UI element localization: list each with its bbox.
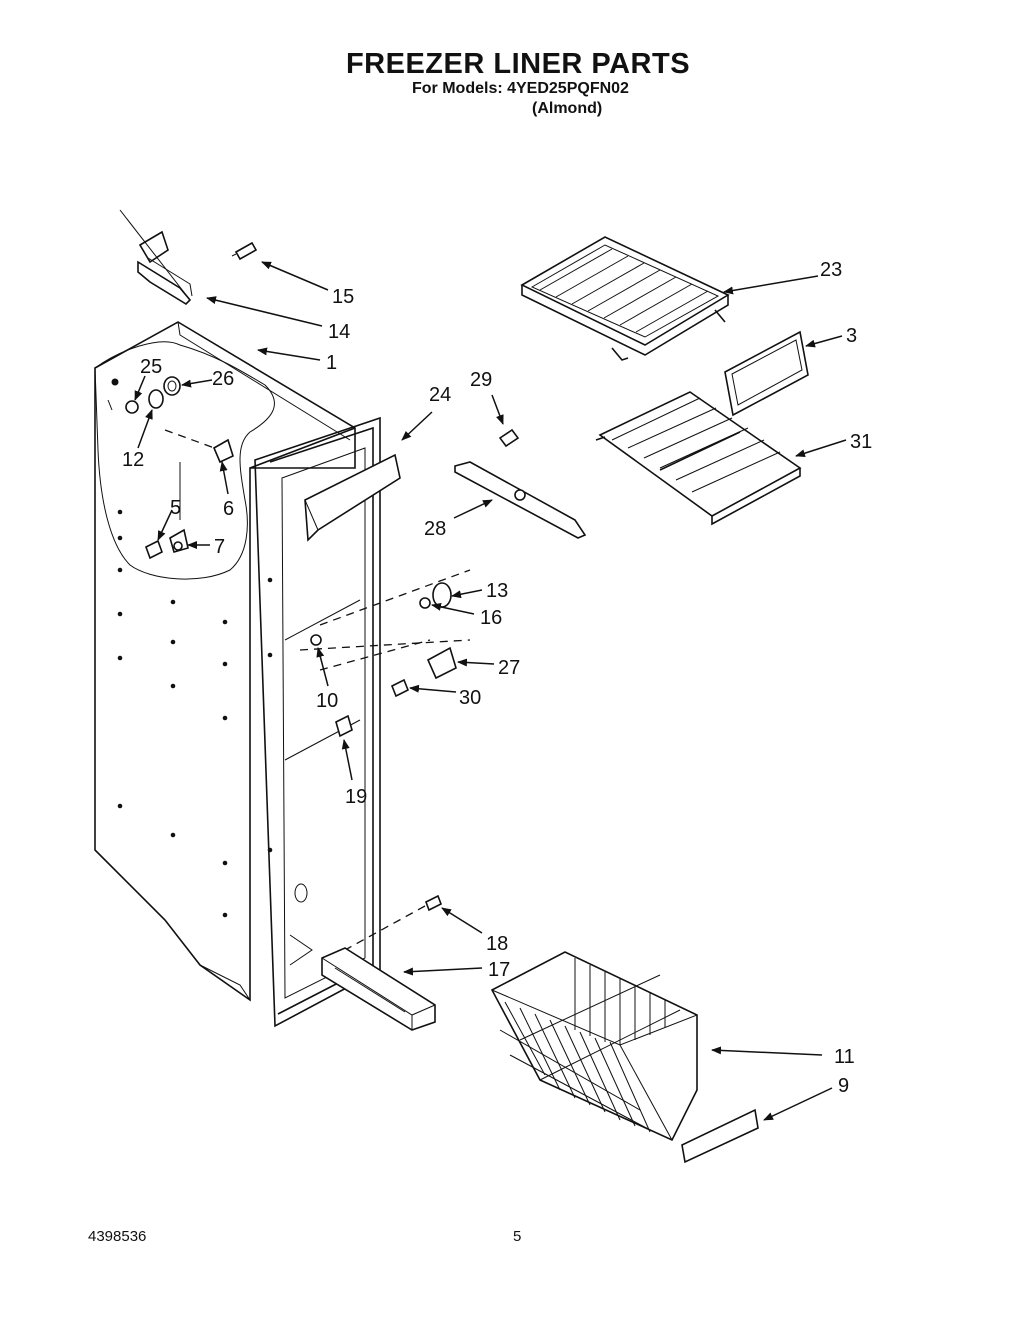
leader-arrows bbox=[134, 261, 847, 1121]
wire-shelf-part-31 bbox=[595, 391, 802, 526]
page-title: FREEZER LINER PARTS bbox=[345, 48, 691, 80]
models-line: For Models: 4YED25PQFN02 bbox=[412, 80, 629, 97]
screw-part-15 bbox=[231, 241, 258, 261]
callout-19: 19 bbox=[345, 786, 367, 808]
callout-11: 11 bbox=[834, 1046, 855, 1068]
callout-16: 16 bbox=[480, 607, 502, 629]
callout-27: 27 bbox=[498, 657, 520, 679]
callout-23: 23 bbox=[820, 259, 842, 281]
callout-10: 10 bbox=[316, 690, 338, 712]
callout-25: 25 bbox=[140, 356, 162, 378]
callout-17: 17 bbox=[488, 959, 510, 981]
callout-24: 24 bbox=[429, 384, 451, 406]
callout-15: 15 bbox=[332, 286, 354, 308]
document-number: 4398536 bbox=[88, 1228, 147, 1245]
color-line: (Almond) bbox=[532, 100, 603, 117]
callout-5: 5 bbox=[170, 497, 181, 519]
callout-26: 26 bbox=[212, 368, 234, 390]
callout-18: 18 bbox=[486, 933, 508, 955]
callout-6: 6 bbox=[223, 498, 234, 520]
callout-1: 1 bbox=[326, 352, 337, 374]
callout-3: 3 bbox=[846, 325, 857, 347]
callout-28: 28 bbox=[424, 518, 446, 540]
callout-30: 30 bbox=[459, 687, 481, 709]
basket-front-part-9 bbox=[681, 1108, 759, 1164]
basket-rail-part-17 bbox=[321, 947, 436, 1031]
callout-29: 29 bbox=[470, 369, 492, 391]
page-number: 5 bbox=[513, 1228, 522, 1245]
hinge-bracket-part-14 bbox=[119, 209, 193, 306]
light-assembly bbox=[299, 569, 471, 738]
callout-14: 14 bbox=[328, 321, 350, 343]
callout-numbers: 15 14 1 25 26 12 6 5 7 24 29 28 23 3 31 … bbox=[122, 259, 872, 1097]
callout-12: 12 bbox=[122, 449, 144, 471]
callout-31: 31 bbox=[850, 431, 872, 453]
shelf-support-part-28 bbox=[454, 428, 587, 539]
glass-shelf-part-23 bbox=[520, 236, 730, 361]
small-parts-cluster bbox=[107, 376, 234, 560]
shelf-frame-part-3 bbox=[724, 330, 809, 417]
callout-13: 13 bbox=[486, 580, 508, 602]
deflector-part-24 bbox=[304, 453, 401, 542]
callout-9: 9 bbox=[838, 1075, 849, 1097]
callout-7: 7 bbox=[214, 536, 225, 558]
freezer-liner bbox=[94, 321, 381, 1028]
screw-part-18 bbox=[344, 894, 443, 951]
freezer-basket-part-11 bbox=[490, 951, 698, 1142]
